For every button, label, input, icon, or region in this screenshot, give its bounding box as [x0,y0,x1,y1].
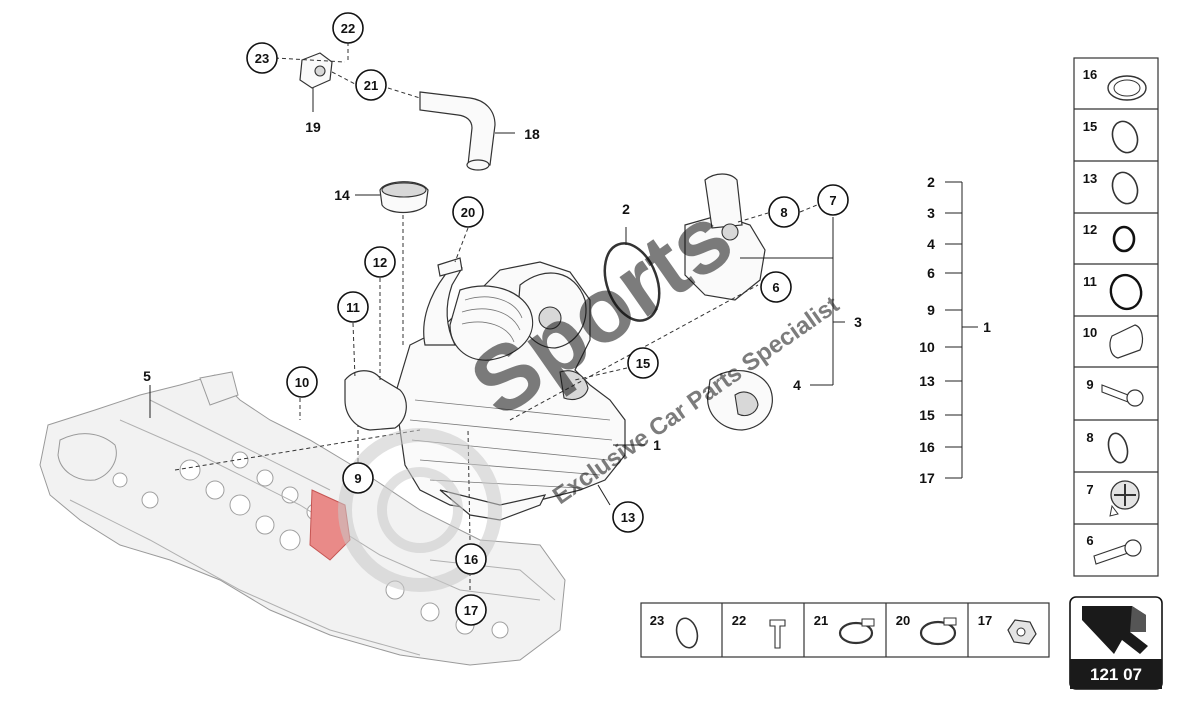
seal-ring-icon [1109,273,1143,311]
hose-clamp-icon [919,620,957,646]
svg-text:16: 16 [464,552,478,567]
assembly-item[interactable]: 13 [919,373,935,389]
label-18[interactable]: 18 [524,126,540,142]
svg-text:8: 8 [1086,430,1093,445]
callout-15[interactable]: 15 [627,347,659,379]
assembly-item[interactable]: 3 [927,205,935,221]
bottom-cell-17[interactable]: 17 [978,613,1037,645]
svg-text:11: 11 [346,300,360,315]
assembly-item[interactable]: 15 [919,407,935,423]
bottom-cell-21[interactable]: 21 [814,613,875,645]
hose-clamp-icon [838,621,874,645]
side-cell-16[interactable]: 16 [1083,67,1147,101]
svg-text:22: 22 [341,21,355,36]
svg-text:7: 7 [1086,482,1093,497]
label-14[interactable]: 14 [334,187,350,203]
side-cell-11[interactable]: 11 [1083,272,1145,313]
o-ring-icon [1111,171,1139,205]
gasket-ring-icon [1107,75,1147,101]
label-5[interactable]: 5 [143,368,151,384]
svg-text:15: 15 [636,356,650,371]
svg-text:12: 12 [373,255,387,270]
assembly-item[interactable]: 9 [927,302,935,318]
callout-22[interactable]: 22 [332,12,364,44]
svg-text:15: 15 [1083,119,1097,134]
washer-ring-icon [675,617,699,649]
svg-text:11: 11 [1083,274,1097,289]
svg-text:6: 6 [1086,533,1093,548]
side-cell-12[interactable]: 12 [1083,222,1136,253]
assembly-item[interactable]: 10 [919,339,935,355]
side-cell-7[interactable]: 7 [1086,480,1140,517]
plain-labels: 19 18 14 2 5 1 3 4 [143,119,862,453]
assembly-item[interactable]: 2 [927,174,935,190]
pin-bolt-icon [769,619,786,649]
svg-text:13: 13 [1083,171,1097,186]
svg-text:9: 9 [1086,377,1093,392]
svg-text:21: 21 [814,613,828,628]
o-ring-icon [1111,120,1139,154]
side-cell-15[interactable]: 15 [1083,118,1142,156]
svg-text:17: 17 [464,603,478,618]
svg-text:21: 21 [364,78,378,93]
title-block: 121 07 [1069,596,1163,690]
side-cell-6[interactable]: 6 [1086,533,1142,565]
label-2[interactable]: 2 [622,201,630,217]
svg-text:22: 22 [732,613,746,628]
seal-ring-icon [1112,225,1136,253]
side-cell-8[interactable]: 8 [1086,430,1130,465]
callout-17[interactable]: 17 [455,594,487,626]
svg-text:13: 13 [621,510,635,525]
callout-20[interactable]: 20 [452,196,484,228]
callout-13[interactable]: 13 [612,501,644,533]
side-cell-13[interactable]: 13 [1083,169,1142,207]
svg-text:23: 23 [650,613,664,628]
side-parts-panel: 16 15 13 12 11 10 9 8 7 6 [1073,57,1159,577]
callout-6[interactable]: 6 [760,271,792,303]
bottom-parts-panel: 23 22 21 20 17 [640,602,1050,658]
label-4[interactable]: 4 [793,377,801,393]
svg-text:9: 9 [354,471,361,486]
callout-10[interactable]: 10 [286,366,318,398]
svg-text:12: 12 [1083,222,1097,237]
svg-text:10: 10 [1083,325,1097,340]
side-cell-9[interactable]: 9 [1086,377,1144,407]
callouts: 23 22 21 20 12 11 10 9 16 17 13 15 8 7 6 [246,12,849,626]
assembly-list: 2 3 4 6 9 10 13 15 16 17 1 [919,174,991,486]
callout-16[interactable]: 16 [455,543,487,575]
label-19[interactable]: 19 [305,119,321,135]
o-ring-icon [1107,432,1129,464]
callout-11[interactable]: 11 [337,291,369,323]
assembly-item[interactable]: 6 [927,265,935,281]
assembly-item[interactable]: 17 [919,470,935,486]
assembly-parent[interactable]: 1 [983,319,991,335]
callout-21[interactable]: 21 [355,69,387,101]
bottom-cell-20[interactable]: 20 [896,613,957,646]
label-1[interactable]: 1 [653,437,661,453]
callout-12[interactable]: 12 [364,246,396,278]
bottom-cell-22[interactable]: 22 [732,613,786,649]
sleeve-icon [1109,324,1144,359]
callout-7[interactable]: 7 [817,184,849,216]
svg-text:23: 23 [255,51,269,66]
svg-text:17: 17 [978,613,992,628]
svg-text:16: 16 [1083,67,1097,82]
svg-text:10: 10 [295,375,309,390]
svg-text:7: 7 [829,193,836,208]
diagram-id: 121 07 [1090,665,1142,684]
label-3[interactable]: 3 [854,314,862,330]
callout-23[interactable]: 23 [246,42,278,74]
svg-text:8: 8 [780,205,787,220]
svg-text:20: 20 [461,205,475,220]
callout-8[interactable]: 8 [768,196,800,228]
side-cell-10[interactable]: 10 [1083,324,1144,359]
assembly-item[interactable]: 4 [927,236,935,252]
callout-9[interactable]: 9 [342,462,374,494]
svg-text:20: 20 [896,613,910,628]
bottom-cell-23[interactable]: 23 [650,613,701,650]
svg-text:6: 6 [772,280,779,295]
assembly-item[interactable]: 16 [919,439,935,455]
